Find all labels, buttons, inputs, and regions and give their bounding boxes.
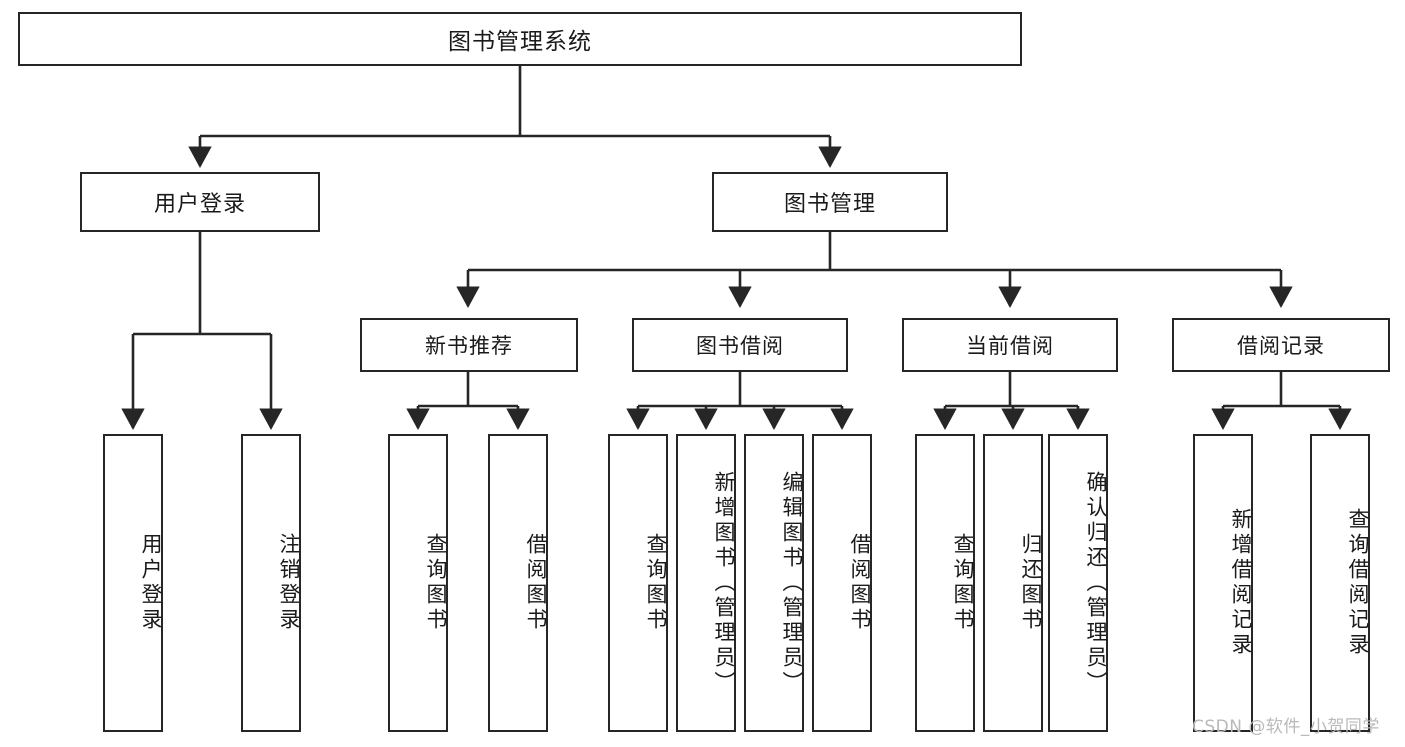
node-label: 查询图书 <box>951 533 975 633</box>
node-leaf-query-book-2[interactable]: 查询图书 <box>608 434 668 732</box>
node-leaf-confirm-return-admin[interactable]: 确认归还（管理员） <box>1048 434 1108 732</box>
node-label: 图书管理 <box>783 192 876 217</box>
node-label: 新增图书（管理员） <box>712 470 736 696</box>
node-leaf-user-login[interactable]: 用户登录 <box>103 434 163 732</box>
node-label: 新书推荐 <box>425 334 513 358</box>
node-leaf-query-borrow-record[interactable]: 查询借阅记录 <box>1310 434 1370 732</box>
node-label: 图书借阅 <box>696 334 784 358</box>
node-book-manage[interactable]: 图书管理 <box>712 172 948 232</box>
node-leaf-add-book-admin[interactable]: 新增图书（管理员） <box>676 434 736 732</box>
node-leaf-query-book-3[interactable]: 查询图书 <box>915 434 975 732</box>
node-leaf-borrow-book-1[interactable]: 借阅图书 <box>488 434 548 732</box>
node-label: 确认归还（管理员） <box>1084 470 1108 696</box>
node-label: 查询图书 <box>644 533 668 633</box>
node-leaf-borrow-book-2[interactable]: 借阅图书 <box>812 434 872 732</box>
node-label: 新增借阅记录 <box>1229 508 1253 658</box>
node-leaf-add-borrow-record[interactable]: 新增借阅记录 <box>1193 434 1253 732</box>
node-book-borrow[interactable]: 图书借阅 <box>632 318 848 372</box>
node-root-system[interactable]: 图书管理系统 <box>18 12 1022 66</box>
node-user-login[interactable]: 用户登录 <box>80 172 320 232</box>
node-label: 用户登录 <box>153 192 246 217</box>
node-label: 借阅记录 <box>1237 334 1325 358</box>
node-new-book-recommend[interactable]: 新书推荐 <box>360 318 578 372</box>
node-label: 借阅图书 <box>848 533 872 633</box>
csdn-watermark: CSDN @软件_小贺同学 <box>1192 717 1380 737</box>
node-label: 编辑图书（管理员） <box>780 470 804 696</box>
node-leaf-logout-login[interactable]: 注销登录 <box>241 434 301 732</box>
node-label: 查询借阅记录 <box>1346 508 1370 658</box>
node-label: 归还图书 <box>1019 533 1043 633</box>
node-current-borrow[interactable]: 当前借阅 <box>902 318 1118 372</box>
node-label: 注销登录 <box>277 533 301 633</box>
node-label: 当前借阅 <box>966 334 1054 358</box>
node-label: 查询图书 <box>424 533 448 633</box>
node-label: 用户登录 <box>139 533 163 633</box>
node-leaf-edit-book-admin[interactable]: 编辑图书（管理员） <box>744 434 804 732</box>
node-label: 借阅图书 <box>524 533 548 633</box>
node-borrow-record[interactable]: 借阅记录 <box>1172 318 1390 372</box>
node-leaf-return-book[interactable]: 归还图书 <box>983 434 1043 732</box>
node-label: 图书管理系统 <box>448 29 592 55</box>
node-leaf-query-book-1[interactable]: 查询图书 <box>388 434 448 732</box>
